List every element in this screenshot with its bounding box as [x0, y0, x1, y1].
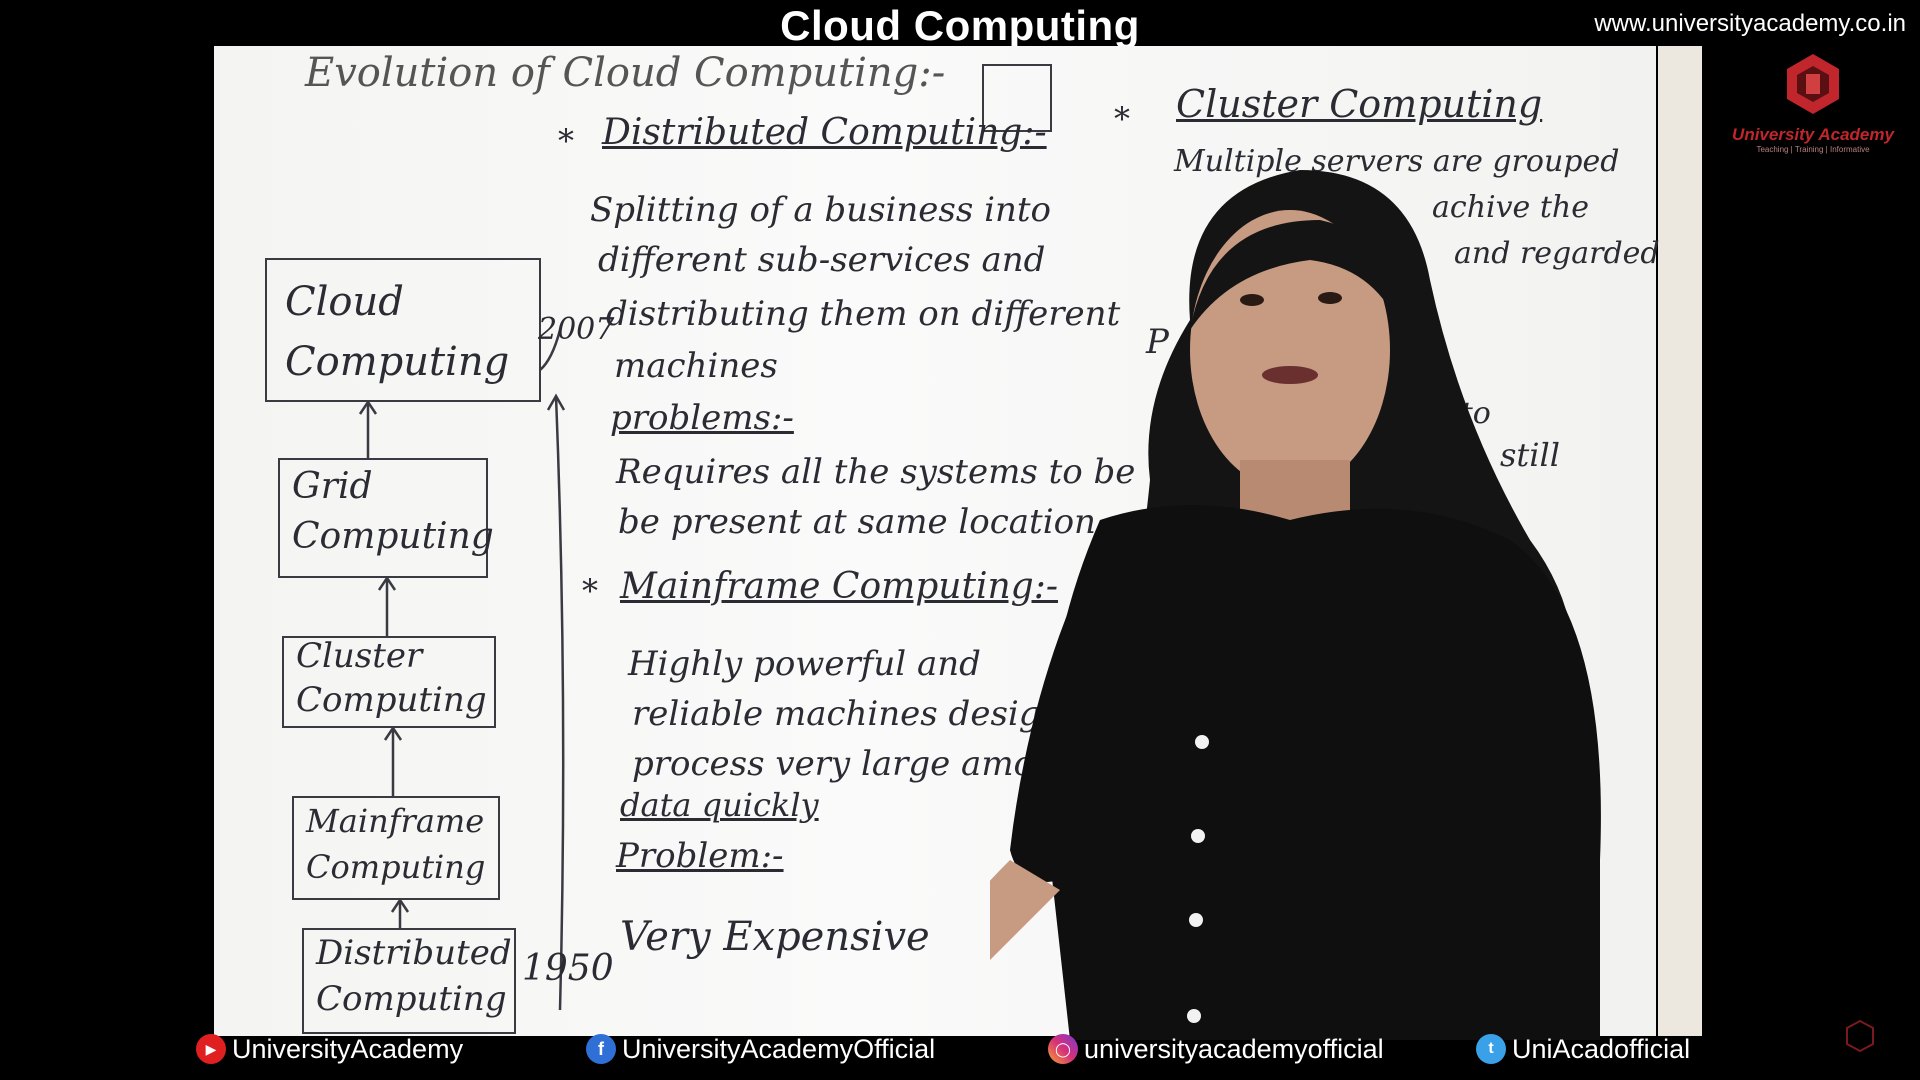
- twitter-icon: t: [1476, 1034, 1506, 1064]
- distributed-problem-1: Requires all the systems to be: [616, 452, 1136, 492]
- flow-box-distributed: [302, 928, 516, 1034]
- youtube-icon: ▶: [196, 1034, 226, 1064]
- hexagon-logo-icon: [1787, 54, 1839, 114]
- note-star-mainframe: *: [582, 572, 598, 610]
- distributed-problem-2: be present at same location: [618, 502, 1096, 542]
- note-star-cluster: *: [1114, 100, 1130, 138]
- distributed-heading: Distributed Computing:-: [602, 112, 1047, 153]
- flow-box-cluster: [282, 636, 496, 728]
- twitter-handle[interactable]: t UniAcadofficial: [1476, 1030, 1690, 1068]
- instagram-handle[interactable]: ◯ universityacademyofficial: [1048, 1030, 1384, 1068]
- mainframe-heading: Mainframe Computing:-: [620, 566, 1058, 607]
- video-title: Cloud Computing: [780, 2, 1140, 49]
- mainframe-problem-label: Problem:-: [616, 836, 784, 876]
- twitter-handle-text: UniAcadofficial: [1512, 1033, 1691, 1064]
- mainframe-line-1: Highly powerful and: [628, 644, 981, 684]
- mainframe-line-4: data quickly: [620, 786, 819, 824]
- year-1950: 1950: [522, 948, 614, 989]
- flow-box-grid: [278, 458, 488, 578]
- flow-label-cloud: Cloud Computing: [285, 279, 510, 385]
- youtube-handle[interactable]: ▶ UniversityAcademy: [196, 1030, 463, 1068]
- flow-box-cloud: [265, 258, 541, 402]
- distributed-problems-label: problems:-: [610, 398, 794, 438]
- instagram-icon: ◯: [1048, 1034, 1078, 1064]
- distributed-line-2: different sub-services and: [598, 240, 1046, 280]
- board-square-drawing: [982, 64, 1052, 132]
- cluster-heading: Cluster Computing: [1176, 82, 1543, 126]
- university-academy-logo: University Academy Teaching | Training |…: [1728, 52, 1898, 154]
- youtube-handle-text: UniversityAcademy: [232, 1033, 464, 1064]
- facebook-icon: f: [586, 1034, 616, 1064]
- mainframe-problem-text: Very Expensive: [620, 914, 930, 960]
- flow-label-grid: Grid Computing: [292, 466, 494, 557]
- teacher-figure: [990, 170, 1601, 1040]
- instagram-handle-text: universityacademyofficial: [1084, 1033, 1384, 1064]
- flow-label-mainframe: Mainframe Computing: [306, 802, 486, 886]
- cluster-line-1: Multiple servers are grouped: [1174, 144, 1620, 179]
- whiteboard-frame: [1658, 46, 1702, 1036]
- cluster-fragment-3: still: [1500, 436, 1560, 474]
- flow-label-cluster: Cluster Computing: [296, 636, 487, 720]
- cluster-fragment-1: P: [1146, 322, 1169, 362]
- distributed-line-4: machines: [614, 346, 778, 386]
- flow-box-mainframe: [292, 796, 500, 900]
- facebook-handle[interactable]: f UniversityAcademyOfficial: [586, 1030, 935, 1068]
- watermark-hexagon-icon: [1846, 1020, 1874, 1052]
- flow-label-distributed: Distributed Computing: [316, 933, 512, 1019]
- facebook-handle-text: UniversityAcademyOfficial: [622, 1033, 936, 1064]
- logo-name: University Academy: [1732, 125, 1894, 144]
- distributed-line-3: distributing them on different: [606, 294, 1121, 334]
- cluster-line-2: achive the: [1432, 190, 1589, 225]
- distributed-line-1: Splitting of a business into: [590, 190, 1052, 230]
- board-heading: Evolution of Cloud Computing:-: [305, 50, 946, 96]
- logo-tagline: Teaching | Training | Informative: [1756, 145, 1870, 154]
- mainframe-line-3: process very large amount: [632, 744, 1092, 784]
- note-star-distributed: *: [558, 122, 574, 160]
- website-url: www.universityacademy.co.in: [1594, 10, 1906, 37]
- year-2007: 2007: [538, 312, 615, 347]
- cluster-line-3: and regarded: [1454, 236, 1660, 271]
